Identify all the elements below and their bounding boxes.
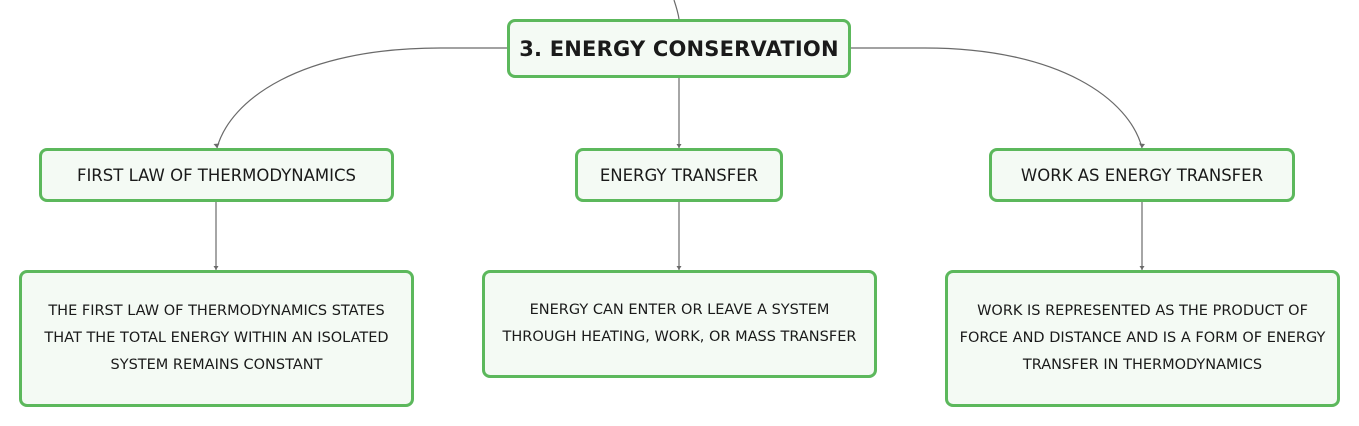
connector-root-to-work <box>851 47 1143 149</box>
arrowhead-work <box>1139 143 1145 148</box>
arrowhead-work-detail <box>1139 266 1145 270</box>
detail-node-energy-transfer[interactable]: ENERGY CAN ENTER OR LEAVE A SYSTEM THROU… <box>482 270 877 378</box>
arrowhead-energy-transfer <box>676 144 682 148</box>
root-node[interactable]: 3. ENERGY CONSERVATION <box>507 19 851 78</box>
connector-root-to-first-law <box>216 47 507 149</box>
detail-node-work-as-energy-transfer[interactable]: WORK IS REPRESENTED AS THE PRODUCT OF FO… <box>945 270 1340 407</box>
connector-from-parent <box>673 0 680 20</box>
topic-node-label: WORK AS ENERGY TRANSFER <box>1020 165 1264 185</box>
topic-node-work-as-energy-transfer[interactable]: WORK AS ENERGY TRANSFER <box>989 148 1295 202</box>
arrowhead-first-law-detail <box>213 266 219 270</box>
detail-node-text: THE FIRST LAW OF THERMODYNAMICS STATES T… <box>44 303 389 373</box>
topic-node-label: FIRST LAW OF THERMODYNAMICS <box>76 165 357 185</box>
topic-node-first-law[interactable]: FIRST LAW OF THERMODYNAMICS <box>39 148 394 202</box>
detail-node-text: ENERGY CAN ENTER OR LEAVE A SYSTEM THROU… <box>502 302 857 345</box>
detail-node-text: WORK IS REPRESENTED AS THE PRODUCT OF FO… <box>959 303 1326 373</box>
detail-node-first-law[interactable]: THE FIRST LAW OF THERMODYNAMICS STATES T… <box>19 270 414 407</box>
topic-node-label: ENERGY TRANSFER <box>599 165 759 185</box>
root-node-label: 3. ENERGY CONSERVATION <box>519 36 839 61</box>
arrowhead-first-law <box>213 143 220 148</box>
topic-node-energy-transfer[interactable]: ENERGY TRANSFER <box>575 148 783 202</box>
arrowhead-energy-transfer-detail <box>676 266 682 270</box>
